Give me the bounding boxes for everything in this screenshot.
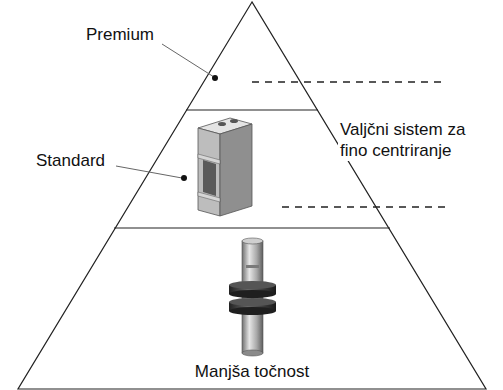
callout-dot <box>212 75 218 81</box>
dashed-line <box>282 206 446 208</box>
callout-dot <box>181 175 187 181</box>
range-label: Valjčni sistem za fino centriranje <box>338 119 492 161</box>
pyramid-outline <box>18 2 486 389</box>
leader-line <box>162 44 214 77</box>
callout-label: Premium <box>86 24 154 45</box>
callout-label: Standard <box>36 150 105 171</box>
dashed-line <box>252 81 446 83</box>
band-divider <box>186 109 318 110</box>
guide-pin <box>229 238 276 356</box>
band-divider <box>114 227 390 228</box>
axis-label: Manjša točnost <box>142 361 362 382</box>
guide-block <box>198 118 252 216</box>
leader-line <box>116 166 182 178</box>
